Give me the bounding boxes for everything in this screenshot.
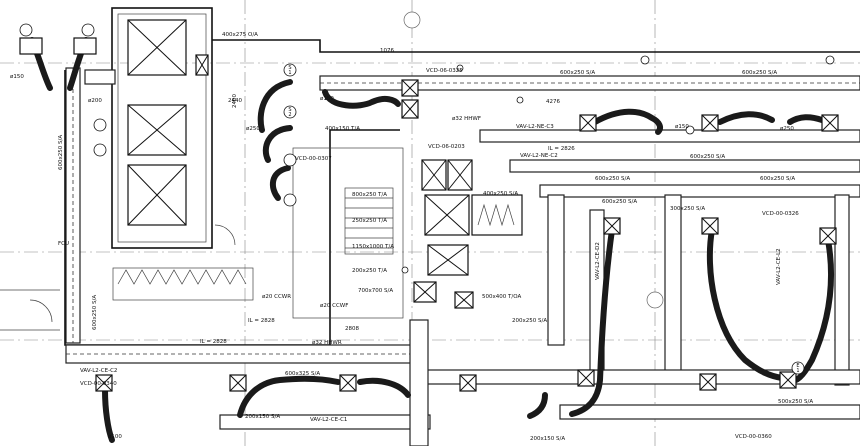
label-ra-3: 250x250 T/A: [352, 218, 387, 224]
label-sa-main-2: 600x250 S/A: [742, 70, 777, 76]
label-sa-bottom-r: 500x250 S/A: [778, 399, 813, 405]
label-dia-2: ø200: [88, 98, 102, 104]
equipment-tags: [19, 23, 835, 375]
label-sa-vert: 600x250 S/A: [760, 176, 795, 182]
label-sa-left-vertical: 600x250 S/A: [58, 135, 64, 170]
label-dim-4: 4276: [546, 99, 560, 105]
label-vcd-3: VCD-06-0325: [426, 68, 463, 74]
label-misc-1: ø32 HHWF: [452, 116, 481, 122]
label-vav-3: VAV-L2-CE-C2: [80, 368, 117, 374]
label-vcd-4: VCD-00-0340: [80, 381, 117, 387]
label-vav-1: VAV-L2-NE-C3: [516, 124, 554, 130]
supply-ducts: [65, 67, 860, 446]
label-vcd-6: VCD-00-0326: [762, 211, 799, 217]
tag-s-lower: 1: [288, 70, 291, 76]
label-dia-5: ø100: [108, 434, 122, 440]
label-fcu: FCU: [58, 241, 69, 247]
label-vcd-1: VCD-06-0203: [428, 144, 465, 150]
stair: [344, 187, 394, 255]
label-ra-7: 500x400 T/OA: [482, 294, 521, 300]
label-sa-main-1: 600x250 S/A: [560, 70, 595, 76]
label-sa-left: 600x250 S/A: [690, 154, 725, 160]
tag-s-upper: S: [288, 65, 291, 71]
label-ra-1: 400x150 T/A: [325, 126, 360, 132]
label-misc-3: ø20 CCWF: [320, 303, 348, 309]
label-vcd-5: VCD-00-0360: [735, 434, 772, 440]
radiator-grille: [117, 269, 247, 285]
label-sa-lower: 600x250 S/A: [595, 176, 630, 182]
label-misc-7: 300x250 S/A: [670, 206, 705, 212]
label-vav-4: VAV-L2-CE-D2: [595, 242, 601, 280]
label-misc-8: 400x250 S/A: [483, 191, 518, 197]
label-misc-9: 200x150 S/A: [530, 436, 565, 442]
label-vav-5: VAV-L2-CE-C1: [310, 417, 347, 423]
label-vcd-2: VCD-00-0307: [295, 156, 332, 162]
label-misc-5: 200x150 S/A: [245, 414, 280, 420]
flex-ducts: [29, 37, 834, 443]
label-sa-bottom: 600x325 S/A: [285, 371, 320, 377]
label-level-1: IL = 2828: [248, 318, 275, 324]
label-dim-1: 2440: [228, 98, 242, 104]
label-dia-4: ø150: [675, 124, 689, 130]
label-dim-2: 2400: [232, 94, 238, 108]
tag-e-upper: E: [796, 363, 799, 369]
label-dia-1: ø150: [10, 74, 24, 80]
label-oa-top: 400x275 O/A: [222, 32, 258, 38]
label-dim-3: 2808: [345, 326, 359, 332]
tag-s2-upper: S: [288, 107, 291, 113]
label-ra-6: 700x700 S/A: [358, 288, 393, 294]
label-vav-2: VAV-L2-NE-C2: [520, 153, 558, 159]
label-ra-2: 800x250 T/A: [352, 192, 387, 198]
label-misc-4: ø20 CCWR: [262, 294, 291, 300]
label-vav-6: VAV-L2-CE-L2: [776, 248, 782, 285]
mechanical-units: [19, 37, 839, 392]
tag-s2-lower: 2: [288, 112, 291, 118]
label-dia-7: ø250: [780, 126, 794, 132]
label-ra-4: 1150x1000 T/A: [352, 244, 394, 250]
label-ra-8: 200x250 S/A: [512, 318, 547, 324]
tag-e-lower: 1: [796, 368, 799, 374]
label-sa-vertical-lower: 600x250 S/A: [92, 295, 98, 330]
label-dia-3: ø250: [246, 126, 260, 132]
plant-panels: [127, 19, 187, 226]
label-misc-2: ø32 HHWR: [312, 340, 342, 346]
label-dia-6: ø150: [320, 96, 334, 102]
label-ra-5: 200x250 T/A: [352, 268, 387, 274]
label-level-3: IL = 2826: [548, 146, 575, 152]
label-misc-6: 600x250 S/A: [602, 199, 637, 205]
label-dim-5: 1076: [380, 48, 394, 54]
label-level-2: IL = 2828: [200, 339, 227, 345]
